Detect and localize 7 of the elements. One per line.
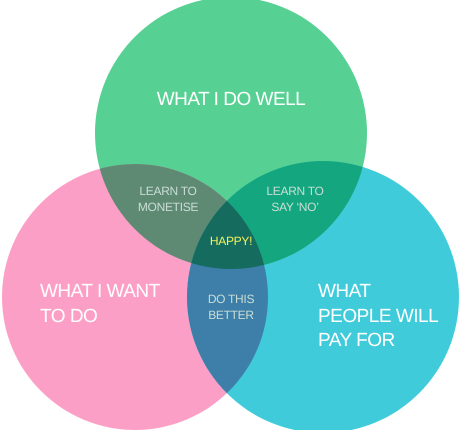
circle-label: WHAT I WANT TO DO — [40, 280, 160, 329]
circle-label: WHAT I DO WELL — [156, 88, 306, 112]
overlap-label: LEARN TO SAY ‘NO’ — [265, 183, 325, 216]
circle-label: WHAT PEOPLE WILL PAY FOR — [318, 280, 438, 354]
center-label: HAPPY! — [208, 233, 254, 250]
overlap-label: DO THIS BETTER — [206, 291, 256, 324]
overlap-label: LEARN TO MONETISE — [136, 183, 200, 216]
